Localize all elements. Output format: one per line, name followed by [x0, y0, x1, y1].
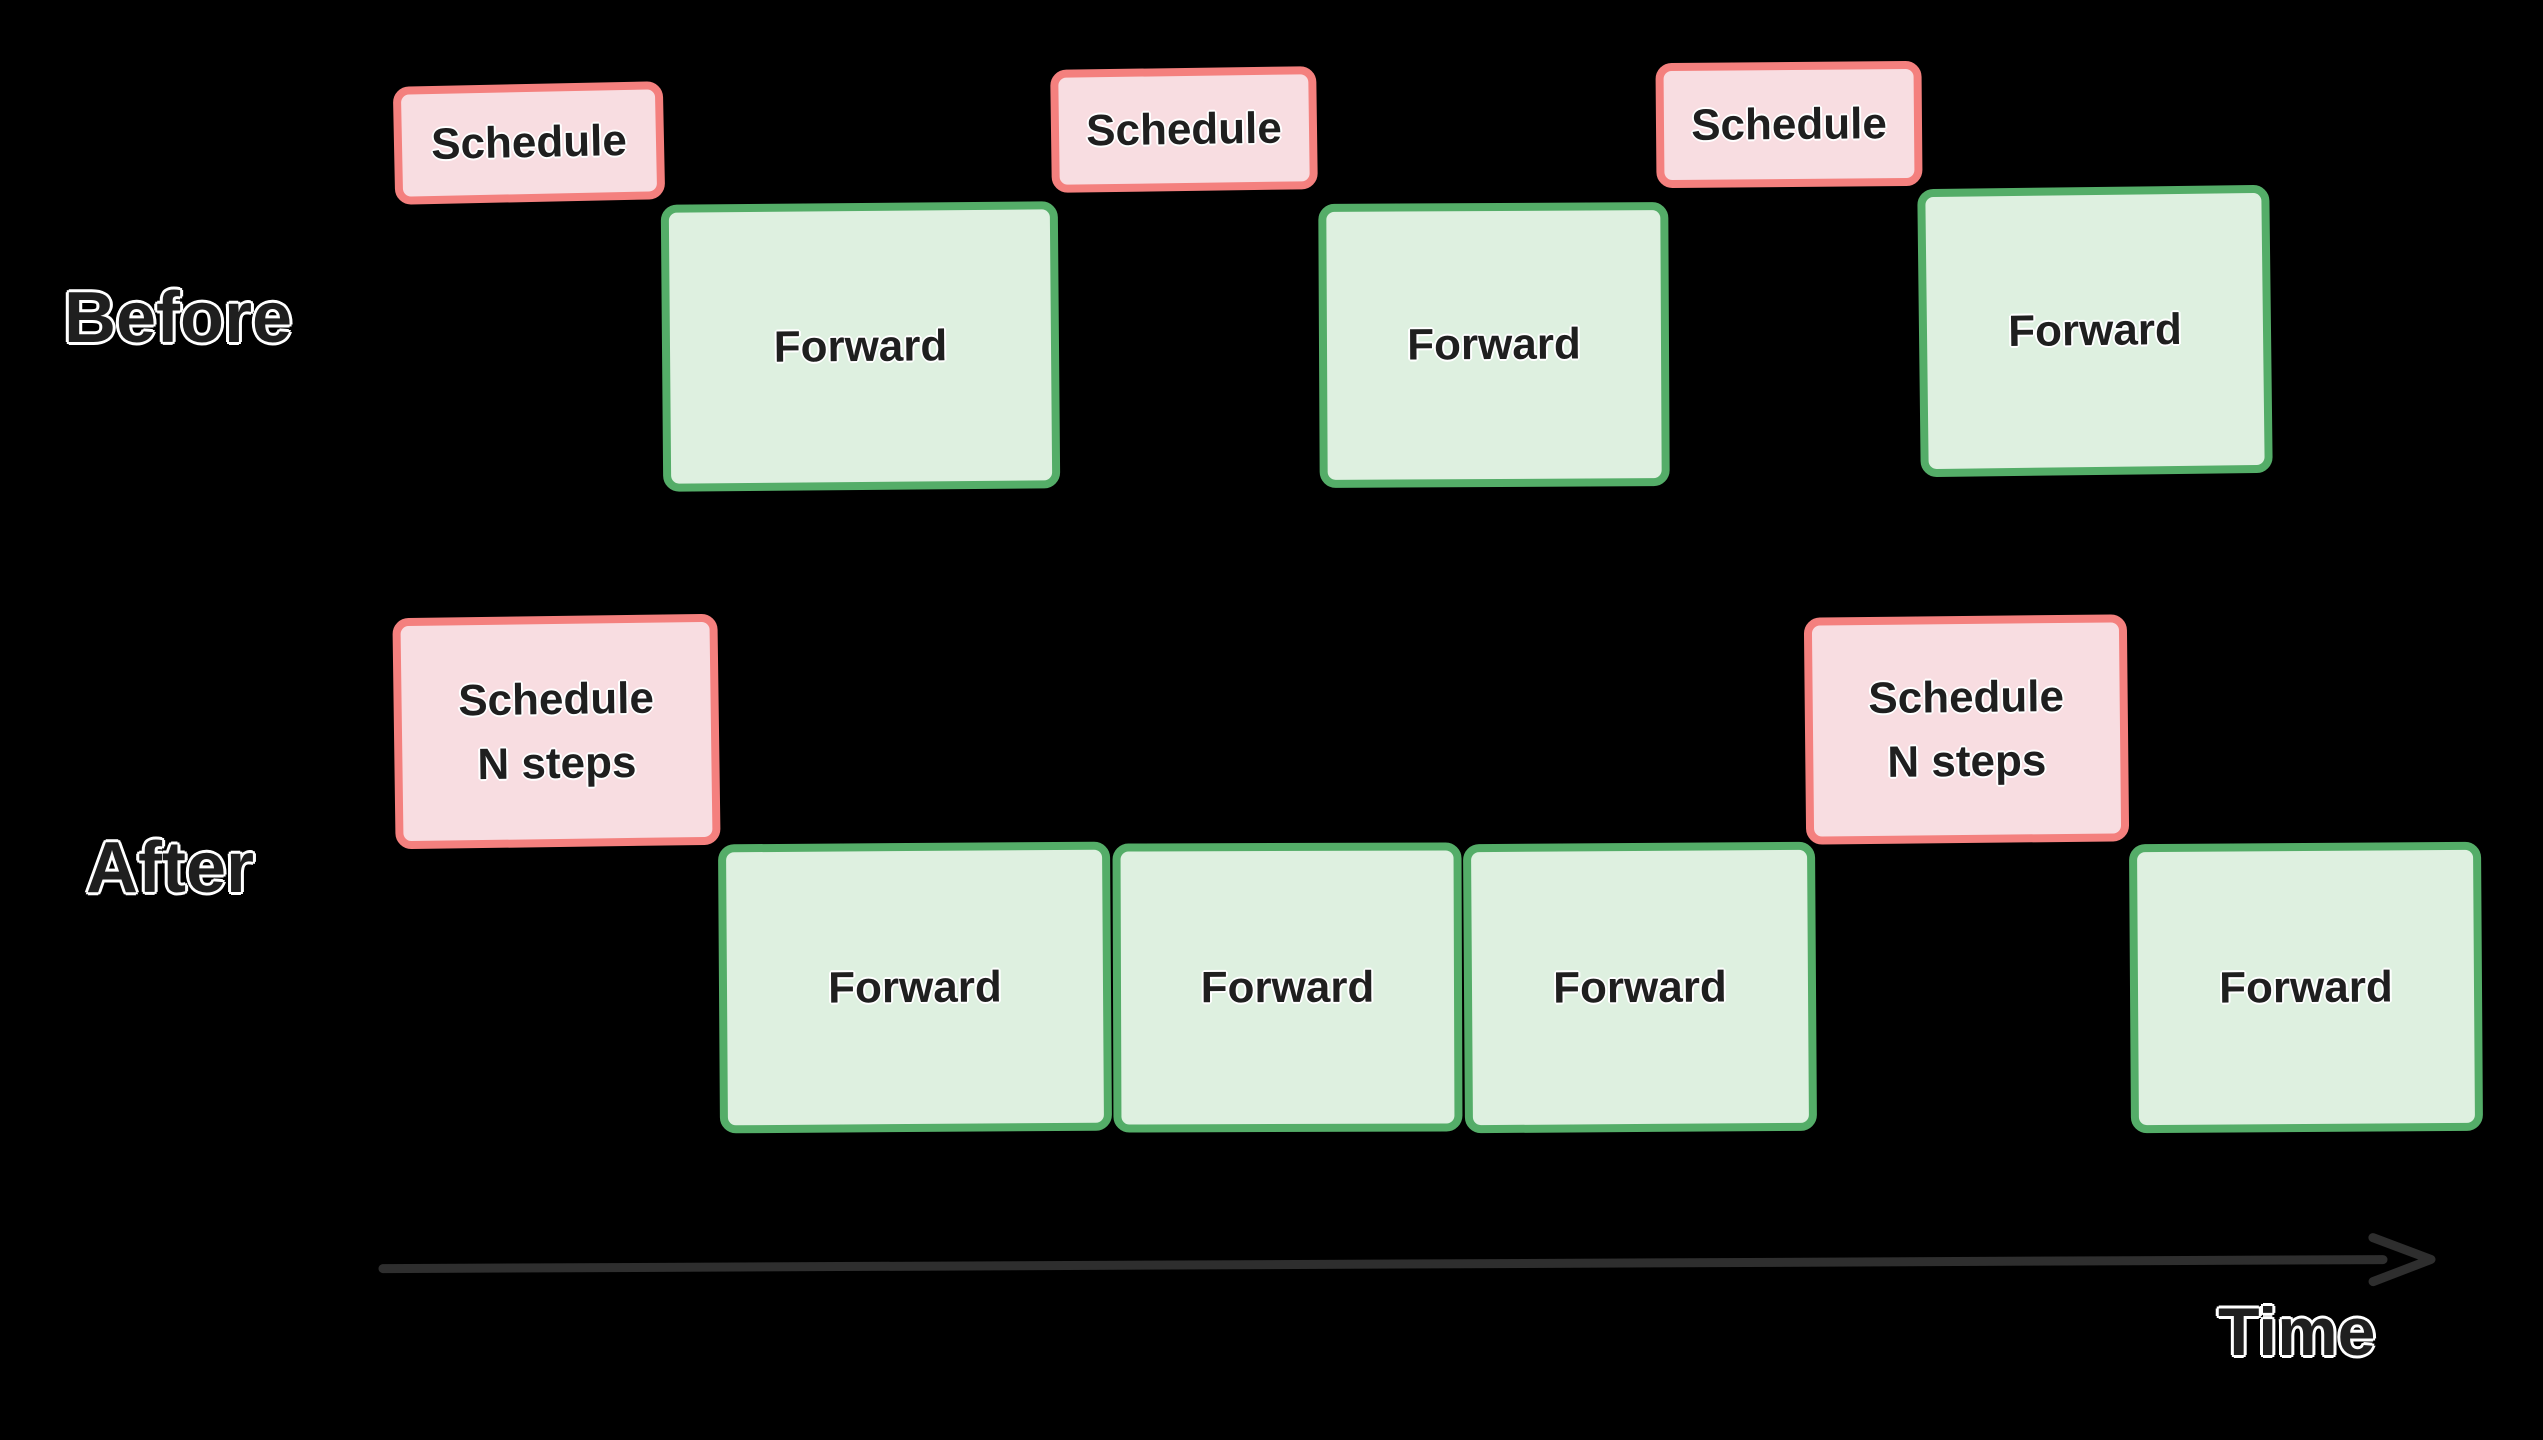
before-schedule-box-1: Schedule: [392, 81, 666, 205]
before-schedule-box-2: Schedule: [1050, 66, 1318, 193]
after-forward-box-1: Forward: [717, 841, 1113, 1134]
before-forward-box-1: Forward: [660, 201, 1061, 492]
after-schedule-label-1-line1: Schedule: [457, 673, 655, 726]
after-forward-label-2: Forward: [1200, 962, 1375, 1012]
after-schedule-box-2: Schedule N steps: [1803, 614, 2130, 845]
before-schedule-label-1: Schedule: [430, 116, 628, 170]
after-row-label: After: [86, 828, 255, 908]
before-forward-box-3: Forward: [1917, 184, 2273, 478]
before-forward-label-2: Forward: [1407, 319, 1581, 370]
after-schedule-label-2-line1: Schedule: [1868, 671, 2065, 723]
time-axis-label: Time: [2218, 1294, 2376, 1370]
before-schedule-label-3: Schedule: [1690, 98, 1888, 150]
before-forward-label-3: Forward: [2007, 305, 2183, 357]
after-forward-label-4: Forward: [2219, 961, 2393, 1013]
after-schedule-label-1-line2: N steps: [477, 737, 637, 789]
before-schedule-label-2: Schedule: [1085, 103, 1283, 155]
before-schedule-box-3: Schedule: [1655, 60, 1923, 189]
after-schedule-label-2-line2: N steps: [1887, 735, 2047, 787]
after-schedule-box-1: Schedule N steps: [392, 613, 721, 850]
after-forward-label-1: Forward: [828, 961, 1002, 1013]
before-forward-box-2: Forward: [1318, 202, 1670, 488]
after-forward-box-3: Forward: [1462, 841, 1818, 1134]
after-forward-label-3: Forward: [1553, 961, 1727, 1013]
before-forward-label-1: Forward: [773, 320, 948, 372]
time-arrow-icon: [378, 1233, 2436, 1287]
before-row-label: Before: [64, 278, 293, 358]
after-forward-box-2: Forward: [1112, 842, 1463, 1133]
time-axis: [375, 1229, 2445, 1296]
after-forward-box-4: Forward: [2128, 841, 2484, 1134]
